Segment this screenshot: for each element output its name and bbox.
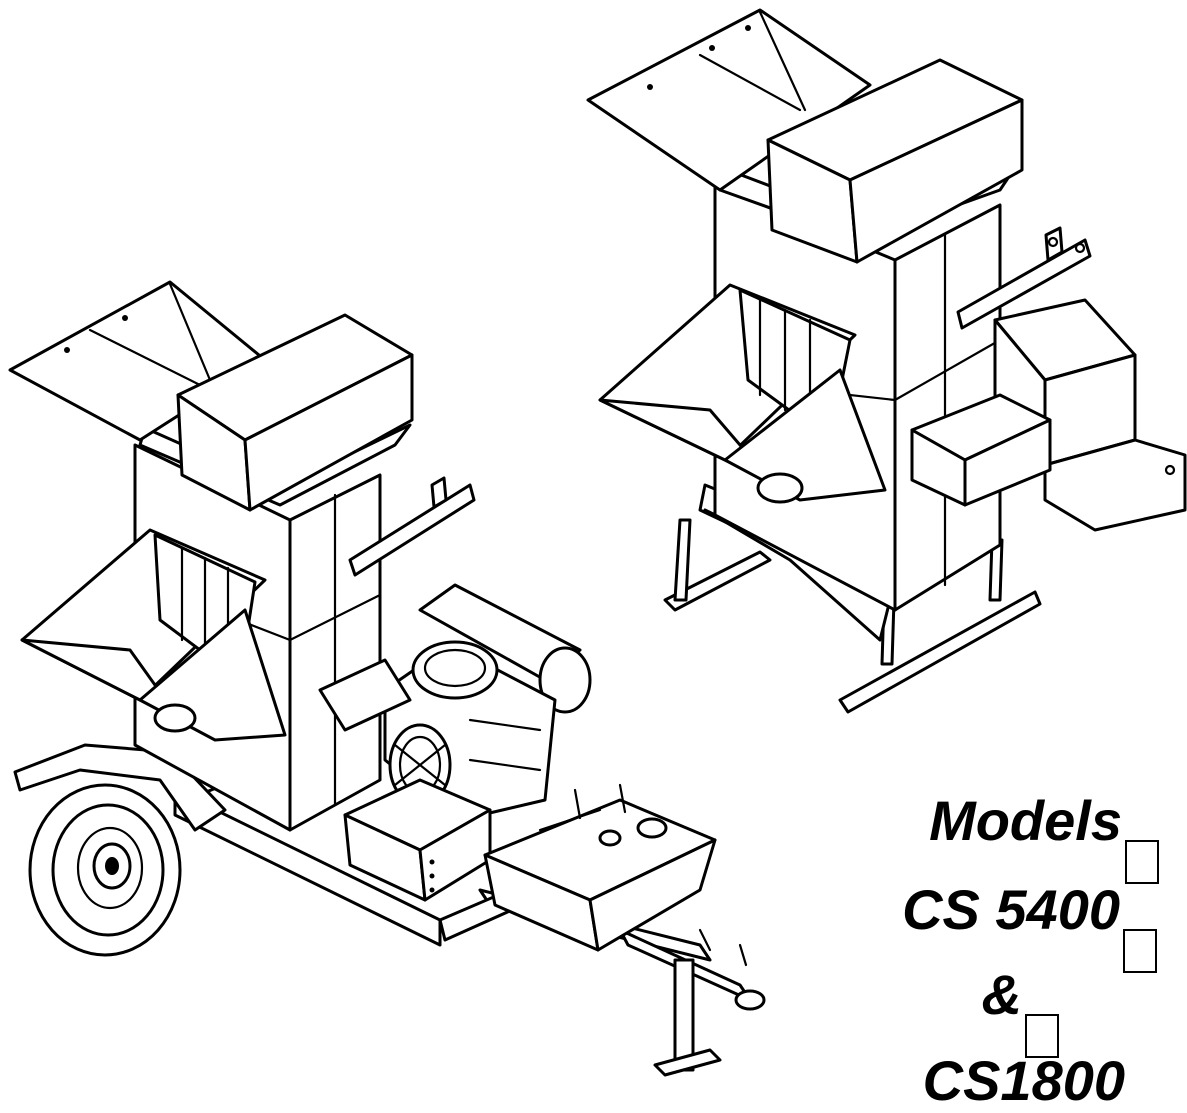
cover-illustration: .s { fill: #fff; stroke: #000; stroke-wi… <box>8 8 1187 1077</box>
title-line-models: Models□ <box>929 788 1159 884</box>
placeholder-glyph-icon: □ <box>1125 840 1159 884</box>
placeholder-glyph-icon: □ <box>1123 929 1157 973</box>
trailer-mounted-machine-drawing <box>8 280 766 1077</box>
title-text-ampersand: & <box>981 963 1022 1026</box>
title-line-ampersand: &□ <box>982 962 1059 1058</box>
title-text-cs1800: CS1800 <box>922 1049 1125 1112</box>
placeholder-glyph-icon: □ <box>1025 1014 1059 1058</box>
title-text-cs5400: CS 5400 <box>902 878 1120 941</box>
title-line-cs1800: CS1800 <box>923 1048 1125 1113</box>
title-line-cs5400: CS 5400□ <box>902 877 1157 973</box>
stationary-machine-drawing <box>586 8 1187 714</box>
title-text-models: Models <box>929 789 1122 852</box>
